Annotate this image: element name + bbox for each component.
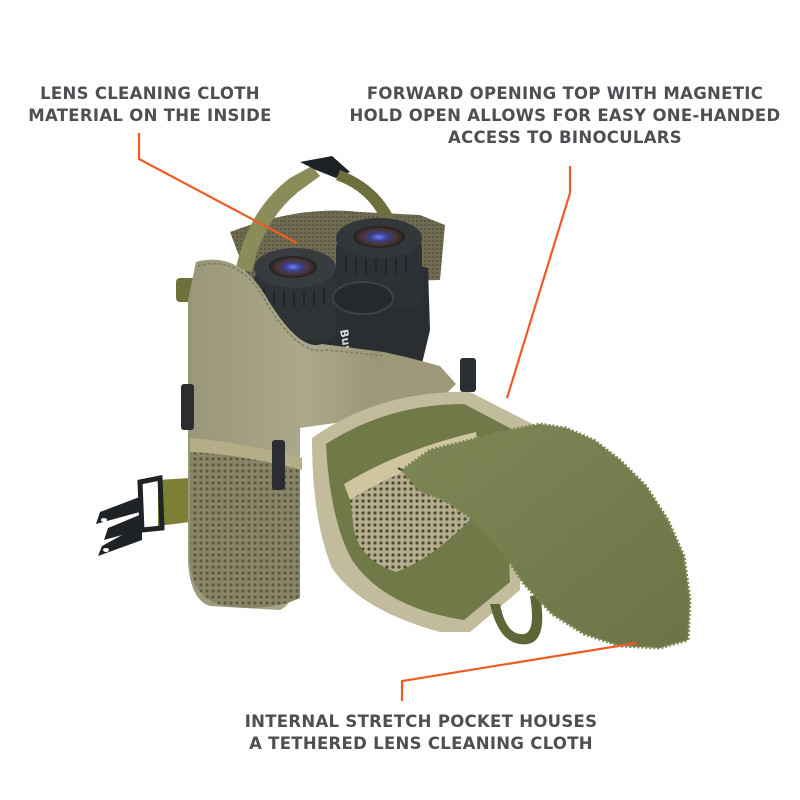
callout-lens-cleaning-material: LENS CLEANING CLOTH MATERIAL ON THE INSI… (28, 83, 272, 127)
callout-text-line: MATERIAL ON THE INSIDE (28, 106, 272, 125)
leader-line-forward-opening (505, 166, 572, 399)
callout-text-line: LENS CLEANING CLOTH (40, 84, 260, 103)
lens-cleaning-cloth (399, 422, 692, 650)
strap-clip (96, 474, 190, 556)
callout-text-line: A TETHERED LENS CLEANING CLOTH (249, 734, 593, 753)
callout-text-line: FORWARD OPENING TOP WITH MAGNETIC (366, 84, 764, 103)
callout-forward-opening-top: FORWARD OPENING TOP WITH MAGNETIC HOLD O… (346, 83, 784, 149)
callout-text-line: HOLD OPEN ALLOWS FOR EASY ONE-HANDED (349, 106, 781, 125)
top-handle-strap (236, 156, 396, 272)
leader-line-stretch-pocket (400, 641, 638, 701)
elastic-loops (181, 358, 476, 490)
leader-lines (137, 133, 638, 701)
callout-internal-stretch-pocket: INTERNAL STRETCH POCKET HOUSES A TETHERE… (226, 711, 616, 755)
callout-text-line: INTERNAL STRETCH POCKET HOUSES (244, 712, 598, 731)
callout-text-line: ACCESS TO BINOCULARS (448, 128, 682, 147)
leader-line-lens-cloth (137, 133, 298, 244)
